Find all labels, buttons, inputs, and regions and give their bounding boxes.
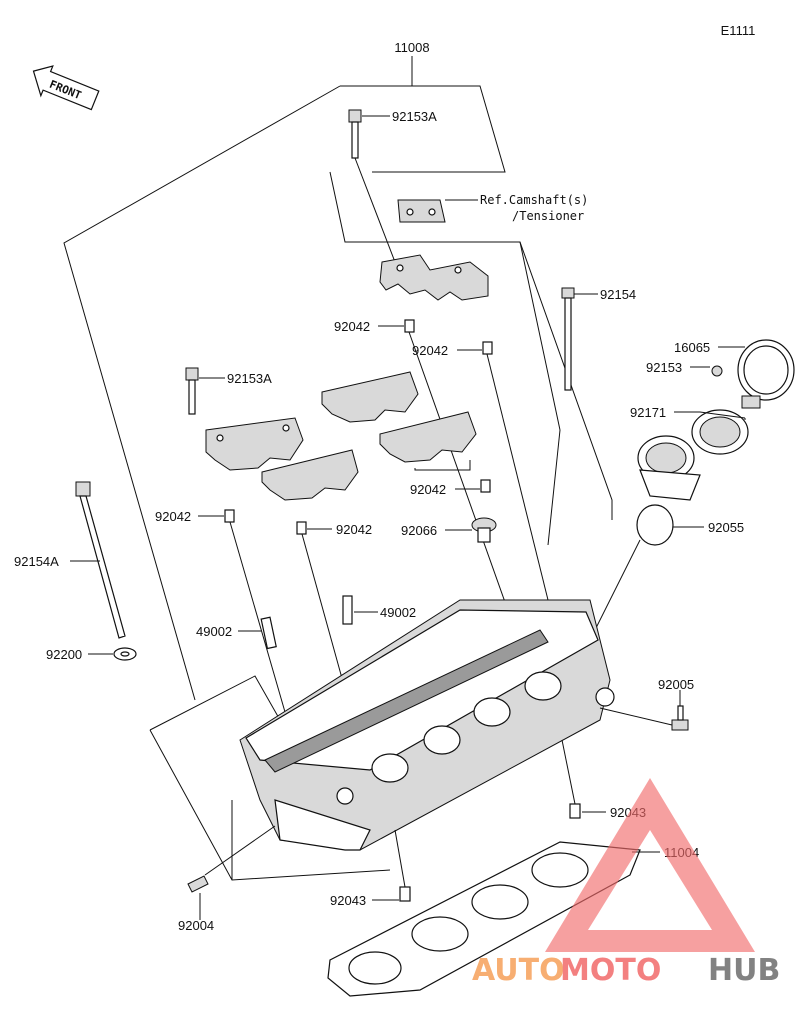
label-92043-b: 92043: [330, 893, 366, 908]
label-92042-c: 92042: [155, 509, 191, 524]
tensioner-bracket: [397, 199, 446, 223]
dowel-92042-b: [482, 341, 493, 355]
diagram-code: E1111: [721, 23, 756, 38]
stud-92154: [561, 287, 575, 391]
cam-cap-right: [379, 411, 477, 463]
label-92042-e: 92042: [410, 482, 446, 497]
dowel-92042-e: [480, 479, 491, 493]
label-11008: 11008: [394, 40, 429, 55]
assembly-outline: [63, 56, 613, 881]
cam-cap-left: [205, 417, 304, 471]
cylinder-head: [239, 599, 615, 851]
cam-cap-top: [379, 254, 489, 301]
dowel-92042-c: [224, 509, 235, 523]
label-92154: 92154: [600, 287, 636, 302]
label-49002-b: 49002: [380, 605, 416, 620]
bolt-92153a-top: [348, 109, 396, 263]
front-arrow-icon: FRONT: [32, 65, 100, 111]
watermark-hub: HUB: [708, 953, 780, 988]
cam-cap-mid-upper: [321, 371, 419, 423]
screw-92153: [711, 365, 723, 377]
label-92154a: 92154A: [14, 554, 59, 569]
ref-camshaft-label: Ref.Camshaft(s): [480, 193, 588, 207]
label-92004: 92004: [178, 918, 214, 933]
watermark-triangle-icon: [545, 778, 755, 952]
label-92042-d: 92042: [336, 522, 372, 537]
stud-92154a: [75, 481, 126, 639]
label-92171: 92171: [630, 405, 666, 420]
label-92055: 92055: [708, 520, 744, 535]
stud-92004: [187, 875, 209, 893]
label-92153: 92153: [646, 360, 682, 375]
watermark: AUTO MOTO HUB: [472, 778, 780, 988]
clamp-16065: [737, 339, 795, 409]
dowel-92042-a: [404, 319, 415, 333]
guide-49002-b: [342, 595, 353, 625]
label-92042-a: 92042: [334, 319, 370, 334]
label-49002-a: 49002: [196, 624, 232, 639]
oring-92055: [636, 504, 674, 546]
label-92153a-left: 92153A: [227, 371, 272, 386]
watermark-moto: MOTO: [560, 953, 661, 988]
label-92066: 92066: [401, 523, 437, 538]
part-labels: 11008 92153A Ref.Camshaft(s) /Tensioner …: [14, 40, 744, 933]
holder-92171: [637, 409, 749, 501]
plug-92066: [471, 517, 497, 543]
dowel-92043-b: [399, 886, 411, 902]
cam-cap-mid-lower: [261, 449, 359, 501]
watermark-auto: AUTO: [472, 953, 565, 988]
label-92042-b: 92042: [412, 343, 448, 358]
dowel-92042-d: [296, 521, 307, 535]
bolt-92005: [671, 705, 689, 731]
label-92200: 92200: [46, 647, 82, 662]
label-16065: 16065: [674, 340, 710, 355]
guide-49002-a: [260, 616, 277, 650]
washer-92200: [113, 647, 137, 661]
bolt-92153a-left: [185, 367, 199, 415]
head-gasket-11004: [327, 841, 641, 997]
label-92005: 92005: [658, 677, 694, 692]
label-92153a-top: 92153A: [392, 109, 437, 124]
ref-tensioner-label: /Tensioner: [512, 209, 584, 223]
dowel-92043-a: [569, 803, 581, 819]
